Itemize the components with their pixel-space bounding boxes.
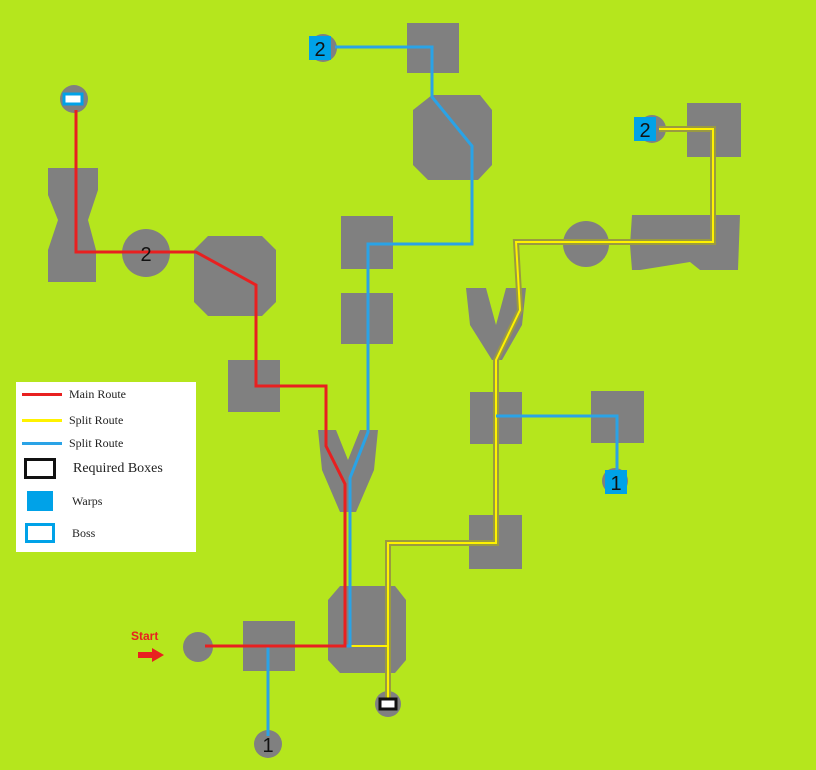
required-box-icon	[378, 697, 398, 711]
legend: Main Route Split Route Split Route Requi…	[16, 382, 196, 552]
legend-split-route-blue-swatch	[22, 442, 62, 445]
room-octagon-top	[413, 95, 492, 180]
legend-row-split-route-yellow: Split Route	[16, 410, 196, 434]
room-left-octagon	[194, 236, 276, 316]
blue-route-branch	[496, 414, 619, 476]
main-route	[74, 110, 347, 648]
warp-label-right-bottom: 1	[610, 473, 621, 495]
boss-icon	[62, 92, 84, 106]
node-label-bottom-1: 1	[262, 735, 273, 757]
legend-required-box-icon	[24, 458, 56, 479]
room-left-long	[48, 168, 98, 282]
legend-row-split-route-blue: Split Route	[16, 433, 196, 457]
room-y-right	[466, 288, 526, 360]
legend-boss-icon	[25, 523, 55, 543]
legend-warps-label: Warps	[72, 494, 103, 508]
red-route-line	[74, 110, 347, 648]
legend-row-boss: Boss	[16, 523, 196, 547]
start-label: Start	[131, 629, 159, 643]
yellow-route-line	[387, 128, 714, 700]
room-bottom-big	[328, 586, 406, 673]
legend-main-route-swatch	[22, 393, 62, 396]
legend-main-route-label: Main Route	[69, 387, 126, 401]
split-route-yellow	[348, 126, 716, 700]
room-y-left	[318, 430, 378, 512]
warp-label-top-left: 2	[314, 39, 325, 61]
legend-row-main-route: Main Route	[16, 384, 196, 408]
legend-required-boxes-label: Required Boxes	[73, 461, 163, 476]
legend-split-route-yellow-swatch	[22, 419, 62, 422]
legend-row-required-boxes: Required Boxes	[16, 458, 196, 482]
warp-icon-top-left	[309, 36, 331, 60]
room-start-circle	[183, 632, 213, 662]
legend-boss-label: Boss	[72, 526, 96, 540]
warp-icon-right-bottom	[605, 470, 627, 494]
start-arrow-icon	[138, 648, 164, 662]
legend-split-route-blue-label: Split Route	[69, 436, 124, 450]
legend-row-warps: Warps	[16, 491, 196, 515]
warp-icon-top-right	[634, 117, 656, 141]
legend-split-route-yellow-label: Split Route	[69, 413, 124, 427]
warp-label-top-right: 2	[639, 120, 650, 142]
legend-warp-icon	[27, 491, 53, 511]
node-label-left-2: 2	[140, 244, 151, 266]
room-circle-node-bottom-1	[254, 730, 282, 758]
